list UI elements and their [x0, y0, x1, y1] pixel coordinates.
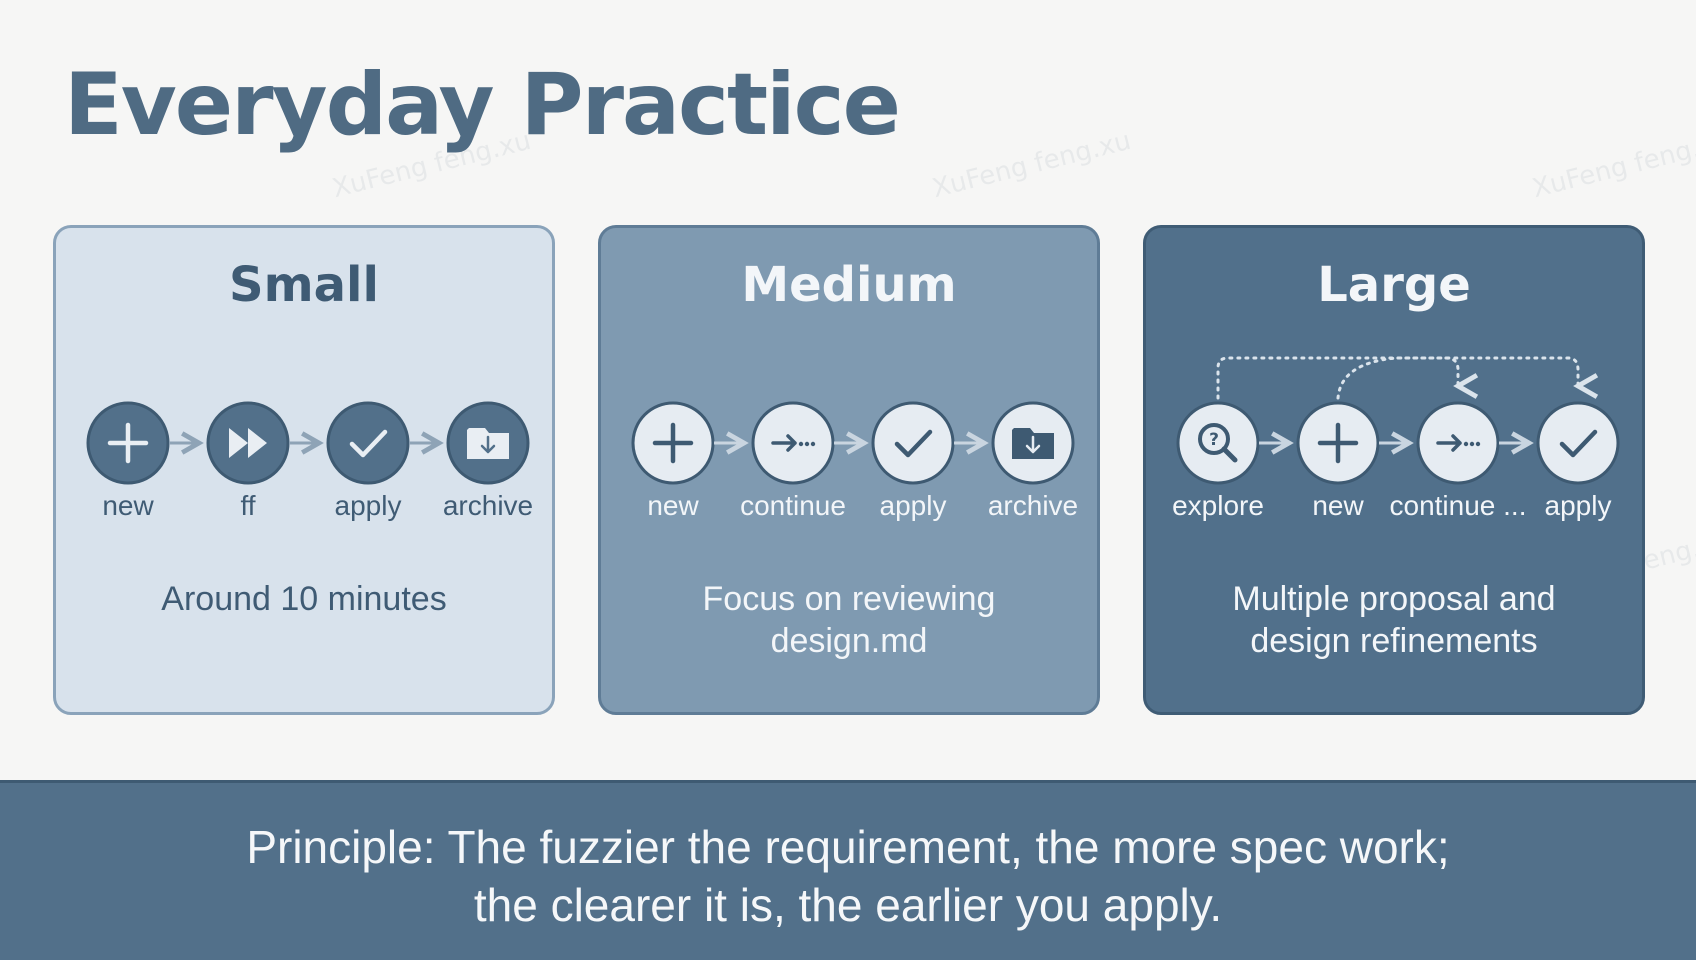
arrow-continue-icon — [1416, 401, 1500, 485]
description-line: design.md — [770, 622, 928, 660]
flow-diagram: ? — [1176, 356, 1620, 485]
description-line: Focus on reviewing — [702, 580, 996, 618]
card-title: Medium — [741, 257, 957, 313]
principle-line: Principle: The fuzzier the requirement, … — [246, 821, 1450, 873]
page-title: Everyday Practice — [64, 55, 901, 155]
check-icon — [1536, 401, 1620, 485]
explore-search-icon: ? — [1176, 401, 1260, 485]
card-small: Small new ff apply archive Around — [53, 225, 555, 715]
principle-line: the clearer it is, the earlier you apply… — [473, 879, 1223, 931]
step-label: continue ... — [1389, 490, 1527, 521]
principle-text: Principle: The fuzzier the requirement, … — [0, 818, 1696, 934]
step-label: archive — [442, 490, 534, 521]
description-line: Multiple proposal and — [1232, 580, 1556, 618]
watermark: XuFeng feng.xu — [929, 125, 1134, 205]
step-label: apply — [879, 490, 947, 521]
step-label: new — [1312, 490, 1364, 521]
step-label: apply — [1544, 490, 1612, 521]
card-description: Around 10 minutes — [161, 580, 447, 618]
fast-forward-icon — [206, 401, 290, 485]
step-label: ff — [240, 490, 256, 521]
card-large: Large ? — [1143, 225, 1645, 715]
card-title: Large — [1317, 257, 1471, 313]
step-label: apply — [334, 490, 402, 521]
card-title: Small — [229, 257, 379, 313]
archive-folder-icon — [446, 401, 530, 485]
plus-icon — [1296, 401, 1380, 485]
watermark: XuFeng feng.xu — [1529, 125, 1696, 205]
svg-text:?: ? — [1209, 430, 1219, 450]
step-label: continue — [740, 490, 846, 521]
description-line: design refinements — [1250, 622, 1538, 660]
step-label: archive — [987, 490, 1079, 521]
flow-diagram — [631, 401, 1075, 485]
card-description: Multiple proposal and design refinements — [1166, 578, 1622, 662]
plus-icon — [631, 401, 715, 485]
step-label: explore — [1172, 490, 1264, 521]
check-icon — [871, 401, 955, 485]
principle-banner: Principle: The fuzzier the requirement, … — [0, 780, 1696, 960]
card-description: Focus on reviewing design.md — [621, 578, 1077, 662]
step-label: new — [647, 490, 699, 521]
plus-icon — [86, 401, 170, 485]
arrow-continue-icon — [751, 401, 835, 485]
step-label: new — [102, 490, 154, 521]
archive-folder-icon — [991, 401, 1075, 485]
loop-arrow — [1216, 356, 1479, 400]
card-medium: Medium new continu — [598, 225, 1100, 715]
flow-diagram — [86, 401, 530, 485]
check-icon — [326, 401, 410, 485]
